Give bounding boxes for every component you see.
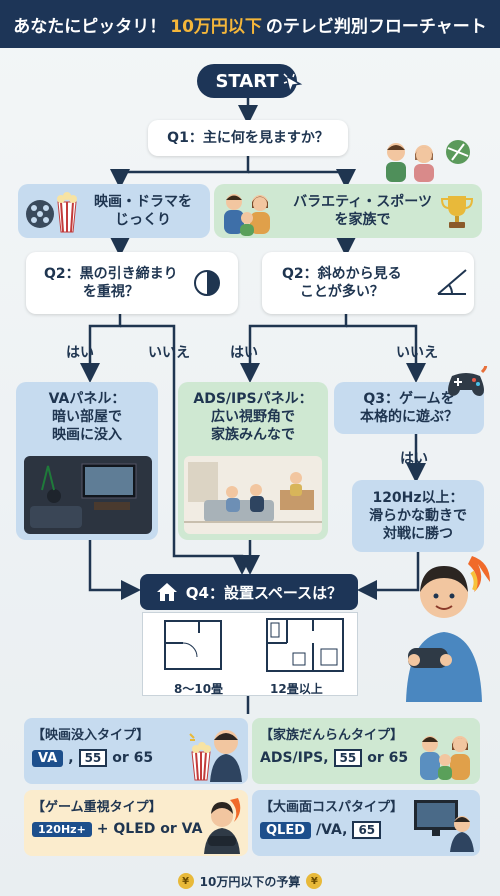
floor-plan-diagrams xyxy=(164,618,344,672)
q1-box: Q1：主に何を見ますか？ xyxy=(148,120,348,156)
q2-black-level-text: Q2：黒の引き締まり を重視？ xyxy=(44,265,178,300)
q3-gaming-text: Q3：ゲームを 本格的に遊ぶ？ xyxy=(360,390,458,425)
start-label: START xyxy=(215,70,279,92)
card-family-title: 【家族だんらんタイプ】 xyxy=(260,728,404,743)
result-120hz-panel: 120Hz以上： 滑らかな動きで 対戦に勝つ xyxy=(352,480,484,552)
yes-label-right: はい xyxy=(230,345,258,361)
card-bigscreen-panel: QLED xyxy=(260,821,312,839)
start-node: START xyxy=(197,64,297,98)
card-bigscreen-rest: /VA, xyxy=(316,822,348,838)
yes-label-q3: はい xyxy=(400,451,428,467)
big-tv-viewer-icon xyxy=(414,800,474,852)
viewing-angle-icon xyxy=(437,269,467,295)
title-tail: のテレビ判別フローチャート xyxy=(265,16,487,37)
q2-viewing-angle-box: Q2：斜めから見る ことが多い？ xyxy=(262,252,474,314)
footer-text: 10万円以下の予算 xyxy=(199,874,301,889)
film-reel-popcorn-icon xyxy=(26,192,77,233)
gamer-boy-illustration xyxy=(406,556,490,702)
no-label-right: いいえ xyxy=(396,345,438,361)
title-banner: あなたにピッタリ！ 10万円以下 のテレビ判別フローチャート xyxy=(0,0,500,48)
card-family-panel: ADS/IPS, xyxy=(260,750,329,766)
contrast-icon xyxy=(194,270,220,296)
house-icon xyxy=(156,583,177,601)
game-controller-icon xyxy=(448,366,488,396)
card-bigscreen-type: 【大画面コスパタイプ】 QLED /VA, 65 xyxy=(252,790,480,856)
plan-large-label: 12畳以上 xyxy=(270,682,323,696)
plan-small-label: 8〜10畳 xyxy=(174,682,224,696)
card-movie-title: 【映画没入タイプ】 xyxy=(32,728,150,743)
card-family-or: or 65 xyxy=(367,750,409,766)
card-movie-type: 【映画没入タイプ】 VA , 55 or 65 xyxy=(24,718,248,784)
no-label-left: いいえ xyxy=(148,345,190,361)
card-bigscreen-size: 65 xyxy=(352,821,382,839)
card-game-rest: + QLED or VA xyxy=(96,821,203,837)
q4-space-box: Q4：設置スペースは？ xyxy=(140,574,358,610)
dark-room-movie-illustration xyxy=(24,456,152,534)
family-sports-illustration xyxy=(386,140,470,182)
q4-text: Q4：設置スペースは？ xyxy=(185,583,343,602)
family-living-room-illustration xyxy=(184,456,322,534)
card-movie-size: 55 xyxy=(78,749,108,767)
floor-plans xyxy=(142,612,358,696)
card-game-title: 【ゲーム重視タイプ】 xyxy=(32,800,162,815)
card-game-refresh: 120Hz+ xyxy=(32,821,92,837)
q2-black-level-box: Q2：黒の引き締まり を重視？ xyxy=(26,252,238,314)
trophy-icon xyxy=(440,196,474,228)
branch-variety-sports-text: バラエティ・スポーツ を家族で xyxy=(293,193,432,228)
gamer-mini-icon xyxy=(204,798,241,854)
cursor-icon xyxy=(283,73,303,95)
card-game-type: 【ゲーム重視タイプ】 120Hz+ + QLED or VA xyxy=(24,790,248,856)
q2-viewing-angle-text: Q2：斜めから見る ことが多い？ xyxy=(282,265,402,300)
result-120hz-text: 120Hz以上： 滑らかな動きで 対戦に勝つ xyxy=(369,489,467,543)
branch-movie-drama-text: 映画・ドラマを じっくり xyxy=(94,193,192,228)
family-icon xyxy=(224,194,270,236)
title-main: あなたにピッタリ！ xyxy=(13,16,167,37)
yen-coin-icon: ¥ xyxy=(177,873,194,889)
result-ips-text: ADS/IPSパネル： 広い視野角で 家族みんなで xyxy=(193,391,313,444)
yen-coin-icon: ¥ xyxy=(306,873,323,889)
q1-text: Q1：主に何を見ますか？ xyxy=(167,129,329,146)
card-movie-or: or 65 xyxy=(112,750,154,766)
card-movie-panel: VA xyxy=(32,749,64,767)
budget-footer: ¥ 10万円以下の予算 ¥ xyxy=(0,866,500,896)
yes-label-left: はい xyxy=(66,345,94,361)
card-family-type: 【家族だんらんタイプ】 ADS/IPS, 55 or 65 xyxy=(252,718,480,784)
family-group-icon xyxy=(420,736,470,780)
title-accent: 10万円以下 xyxy=(170,16,262,37)
movie-viewer-popcorn-icon xyxy=(189,730,242,782)
result-va-text: VAパネル： 暗い部屋で 映画に没入 xyxy=(48,391,126,444)
card-family-size: 55 xyxy=(333,749,363,767)
card-bigscreen-title: 【大画面コスパタイプ】 xyxy=(260,800,404,815)
